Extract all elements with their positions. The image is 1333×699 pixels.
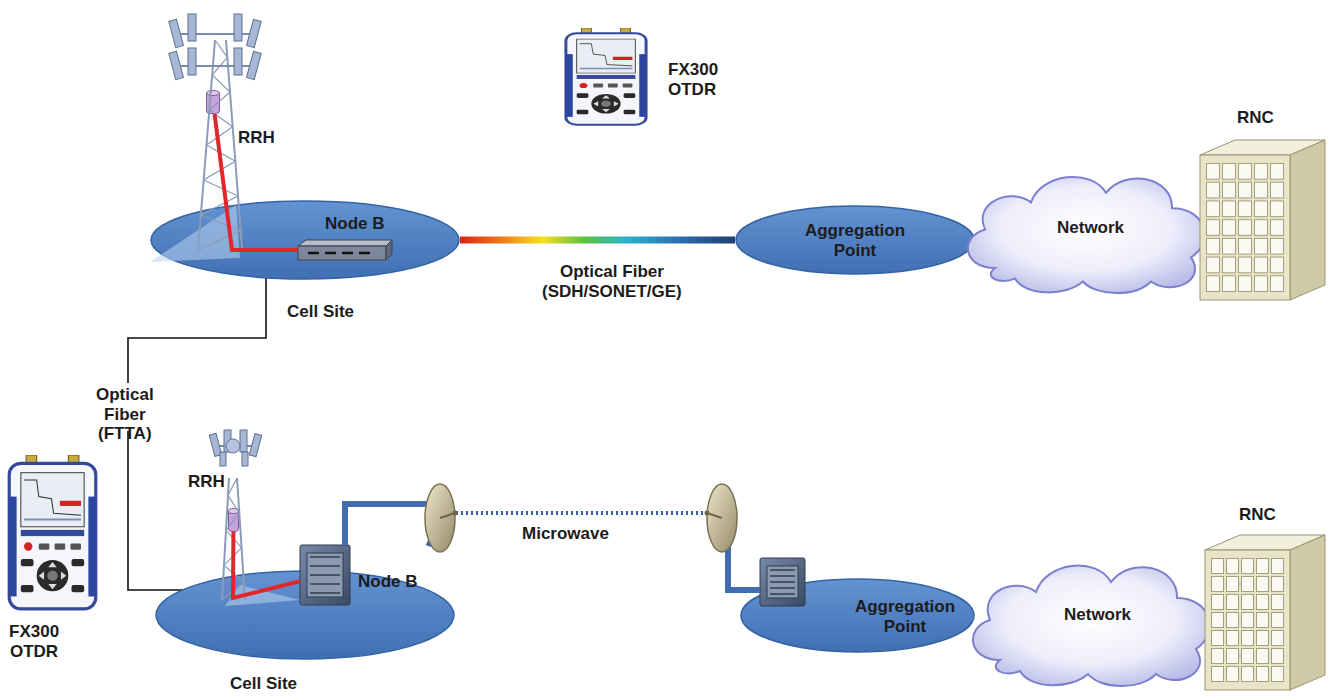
antenna-panels bbox=[169, 14, 262, 466]
rnc-building-shape bbox=[1200, 140, 1325, 300]
equipment-cabinet bbox=[300, 545, 350, 605]
node-label: Cell Site bbox=[287, 302, 354, 322]
aggregation-point: Aggregation Point bbox=[740, 578, 975, 653]
node-label: Aggregation Point bbox=[840, 597, 970, 636]
caption-label: Optical Fiber (FTTA) bbox=[96, 385, 154, 444]
cell-site: Cell SiteNode B bbox=[155, 570, 455, 660]
feeder-cable bbox=[728, 546, 760, 590]
pointer-arrow bbox=[128, 431, 226, 590]
fiber-cable bbox=[215, 114, 298, 250]
network-cloud: Network bbox=[955, 160, 1215, 295]
otdr-device bbox=[566, 28, 646, 125]
node-b-shape bbox=[298, 240, 392, 260]
feeder-cable bbox=[345, 504, 426, 545]
node-label: Aggregation Point bbox=[790, 221, 920, 260]
rnc-building: RNC bbox=[1205, 535, 1325, 690]
microwave-link bbox=[456, 511, 706, 515]
node-label: Node B bbox=[325, 214, 385, 234]
equipment-cabinet bbox=[760, 558, 805, 606]
node-b-shape bbox=[300, 545, 350, 605]
node-label: Cell Site bbox=[230, 674, 297, 694]
microwave-dish bbox=[425, 484, 458, 552]
node-label: RNC bbox=[1239, 505, 1276, 525]
rnc-building: RNC bbox=[1200, 140, 1325, 300]
caption-label: FX300 OTDR bbox=[9, 622, 59, 661]
node-b: Node B bbox=[298, 240, 392, 260]
node-b: Node B bbox=[300, 545, 350, 605]
rnc-building-shape bbox=[1205, 535, 1325, 690]
node-label: Network bbox=[1064, 605, 1131, 625]
pointer-arrow bbox=[128, 262, 266, 383]
otdr-device bbox=[9, 455, 96, 609]
node-label: Node B bbox=[358, 572, 418, 592]
link-label: Optical Fiber (SDH/SONET/GE) bbox=[540, 262, 684, 301]
node-label: Network bbox=[1057, 218, 1124, 238]
network-cloud: Network bbox=[960, 548, 1220, 688]
caption-label: Microwave bbox=[522, 524, 609, 544]
caption-label: FX300 OTDR bbox=[668, 60, 718, 99]
node-label: RRH bbox=[238, 128, 275, 148]
aggregation-point: Aggregation Point bbox=[735, 205, 975, 275]
node-label: RNC bbox=[1237, 108, 1274, 128]
node-label: RRH bbox=[188, 472, 225, 492]
fiber-cable bbox=[233, 532, 300, 598]
optical-fiber-link bbox=[460, 237, 735, 244]
microwave-dish bbox=[705, 484, 738, 552]
